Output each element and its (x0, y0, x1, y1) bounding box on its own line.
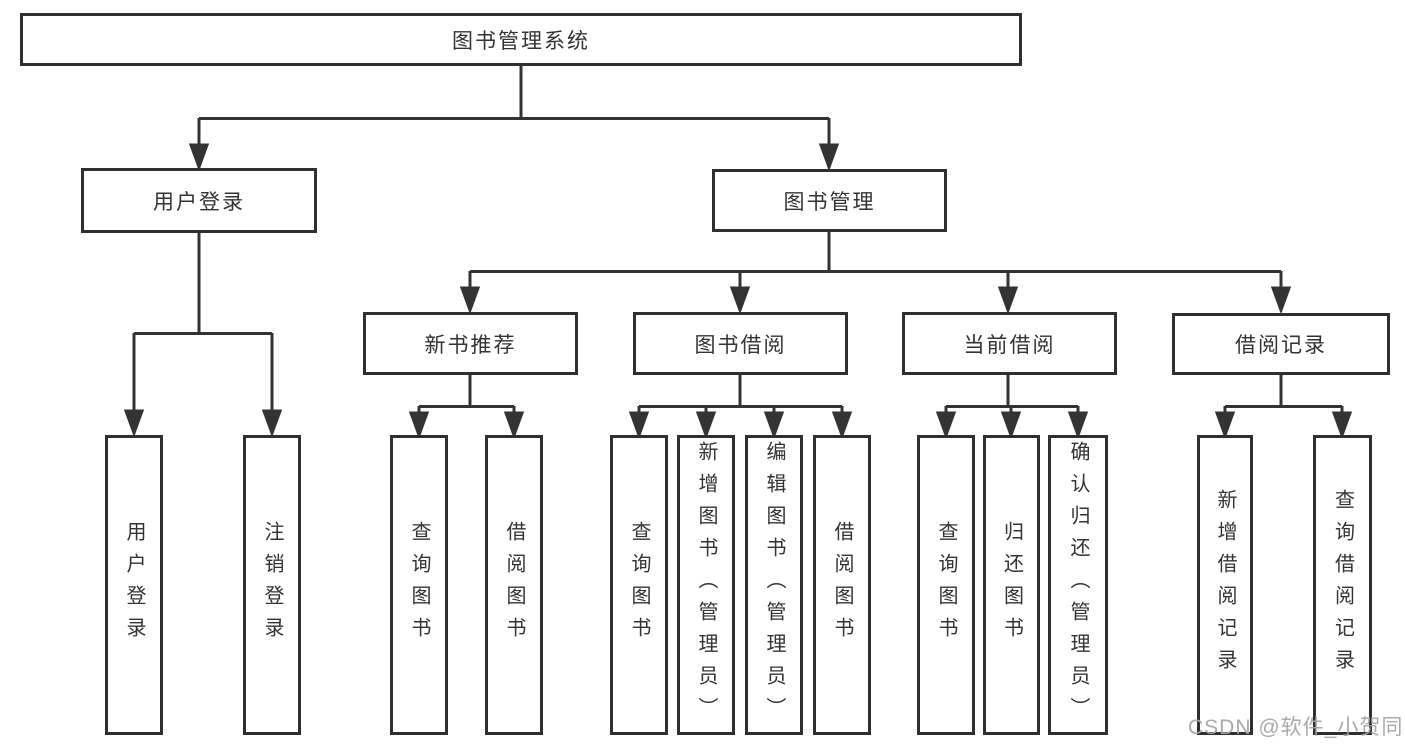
leaf-query-books-borrow: 查询图书 (610, 435, 668, 735)
leaf-borrow-books-recommend: 借阅图书 (485, 435, 543, 735)
arrowhead (459, 286, 481, 315)
leaf-logout: 注销登录 (243, 435, 301, 735)
node-label: 图书管理 (783, 190, 876, 214)
leaf-borrow-books: 借阅图书 (813, 435, 871, 735)
connector-book-mgmt-to-level2 (459, 232, 1292, 315)
arrowhead (997, 286, 1019, 315)
leaf-edit-books-admin: 编辑图书（管理员） (745, 435, 803, 735)
arrowhead (1067, 411, 1089, 440)
leaf-add-books-admin: 新增图书（管理员） (677, 435, 735, 735)
node-label: 新书推荐 (424, 333, 517, 357)
arrowhead (503, 411, 525, 440)
arrowhead (1331, 411, 1353, 440)
connector-borrow-records-children (1214, 375, 1353, 440)
node-label: 查询图书 (935, 521, 957, 649)
leaf-query-books-recommend: 查询图书 (390, 435, 448, 735)
leaf-confirm-return-admin: 确认归还（管理员） (1048, 435, 1108, 735)
arrowhead (695, 411, 717, 440)
node-label: 查询图书 (628, 521, 650, 649)
arrowhead (729, 286, 751, 315)
node-user-login: 用户登录 (81, 168, 317, 233)
node-label: 借阅记录 (1235, 334, 1327, 357)
node-label: 当前借阅 (963, 333, 1056, 357)
leaf-add-borrow-record: 新增借阅记录 (1197, 435, 1253, 735)
csdn-watermark: CSDN @软件_小贺同学 (1188, 716, 1405, 739)
arrowhead (1270, 286, 1292, 315)
connector-new-book-children (408, 375, 525, 440)
node-label: 编辑图书（管理员） (763, 441, 785, 729)
node-label: 注销登录 (261, 521, 283, 649)
node-borrow-records: 借阅记录 (1172, 313, 1390, 375)
node-label: 借阅图书 (831, 521, 853, 649)
node-current-borrow: 当前借阅 (902, 312, 1117, 375)
node-book-management: 图书管理 (712, 169, 947, 232)
connector-user-login-children (123, 233, 283, 438)
leaf-query-borrow-record: 查询借阅记录 (1313, 435, 1372, 735)
leaf-user-login: 用户登录 (105, 435, 163, 735)
connector-current-borrow-children (935, 375, 1089, 440)
arrowhead (763, 411, 785, 440)
arrowhead (831, 411, 853, 440)
arrowhead (408, 411, 430, 440)
connector-root-to-level1 (188, 66, 840, 172)
node-label: 图书借阅 (694, 333, 787, 357)
node-label: 图书管理系统 (452, 29, 590, 53)
node-label: 查询图书 (408, 521, 430, 649)
node-label: 新增借阅记录 (1214, 489, 1236, 681)
arrowhead (1214, 411, 1236, 440)
arrowhead (188, 143, 210, 172)
node-label: 新增图书（管理员） (695, 441, 717, 729)
arrowhead (935, 411, 957, 440)
arrowhead (818, 143, 840, 172)
node-library-system-root: 图书管理系统 (20, 13, 1022, 66)
node-label: 查询借阅记录 (1331, 489, 1354, 681)
arrowhead (1000, 411, 1022, 440)
node-book-borrow: 图书借阅 (633, 312, 848, 375)
arrowhead (123, 409, 145, 438)
connector-book-borrow-children (628, 375, 853, 440)
node-label: 确认归还（管理员） (1067, 441, 1089, 729)
arrowhead (628, 411, 650, 440)
node-label: 用户登录 (123, 521, 145, 649)
node-label: 用户登录 (153, 190, 245, 214)
node-label: 借阅图书 (503, 521, 525, 649)
leaf-query-books-current: 查询图书 (917, 435, 975, 735)
node-new-book-recommend: 新书推荐 (363, 312, 578, 375)
arrowhead (261, 409, 283, 438)
leaf-return-books: 归还图书 (983, 435, 1040, 735)
node-label: 归还图书 (1000, 521, 1023, 649)
